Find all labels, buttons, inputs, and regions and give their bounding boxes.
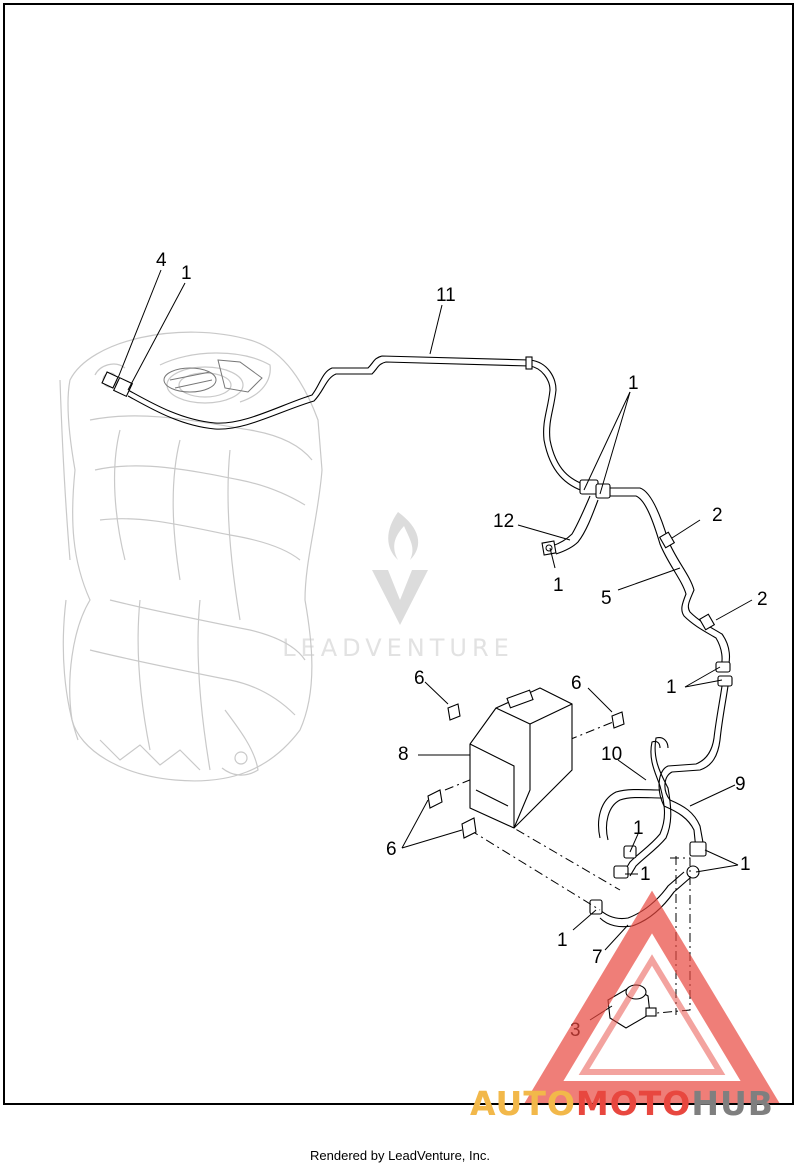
logo-part-moto: MOTO bbox=[575, 1084, 692, 1123]
rubber-pads bbox=[427, 703, 625, 839]
footer-credit: Rendered by LeadVenture, Inc. bbox=[310, 1148, 490, 1163]
logo-part-auto: AUTO bbox=[470, 1084, 576, 1123]
automotohub-logo-triangle bbox=[524, 890, 780, 1103]
callout-1: 1 bbox=[633, 818, 644, 839]
fuel-pump-top bbox=[163, 359, 263, 393]
tube-5 bbox=[610, 487, 733, 687]
callout-8: 8 bbox=[398, 744, 409, 765]
callout-2: 2 bbox=[712, 505, 723, 526]
callout-1: 1 bbox=[740, 854, 751, 875]
callout-1: 1 bbox=[553, 575, 564, 596]
callout-1: 1 bbox=[666, 677, 677, 698]
callout-5: 5 bbox=[601, 588, 612, 609]
tube-9 bbox=[658, 685, 729, 879]
leadventure-watermark: LEADVENTURE bbox=[282, 512, 514, 662]
callout-1: 1 bbox=[557, 930, 568, 951]
callout-labels: 4 1 11 1 12 1 2 5 2 1 6 6 8 10 9 6 1 1 1… bbox=[156, 250, 768, 1041]
automotohub-logo: AUTOMOTOHUB bbox=[470, 1084, 774, 1123]
callout-6: 6 bbox=[386, 839, 397, 860]
callout-11: 11 bbox=[436, 285, 456, 306]
callout-12: 12 bbox=[493, 511, 514, 532]
callout-2: 2 bbox=[757, 589, 768, 610]
callout-4: 4 bbox=[156, 250, 167, 271]
fuel-tank bbox=[59, 331, 323, 782]
callout-7: 7 bbox=[592, 947, 603, 968]
hose-12 bbox=[541, 495, 599, 556]
callout-1: 1 bbox=[640, 864, 651, 885]
logo-part-hub: HUB bbox=[691, 1084, 774, 1123]
callout-6: 6 bbox=[571, 673, 582, 694]
callout-1: 1 bbox=[181, 263, 192, 284]
callout-1: 1 bbox=[628, 373, 639, 394]
watermark-text: LEADVENTURE bbox=[282, 634, 514, 662]
evap-canister bbox=[469, 687, 573, 829]
vapor-tube-11 bbox=[101, 355, 589, 493]
callout-9: 9 bbox=[735, 774, 746, 795]
callout-6: 6 bbox=[414, 668, 425, 689]
leader-lines bbox=[117, 269, 753, 1021]
callout-10: 10 bbox=[601, 744, 622, 765]
